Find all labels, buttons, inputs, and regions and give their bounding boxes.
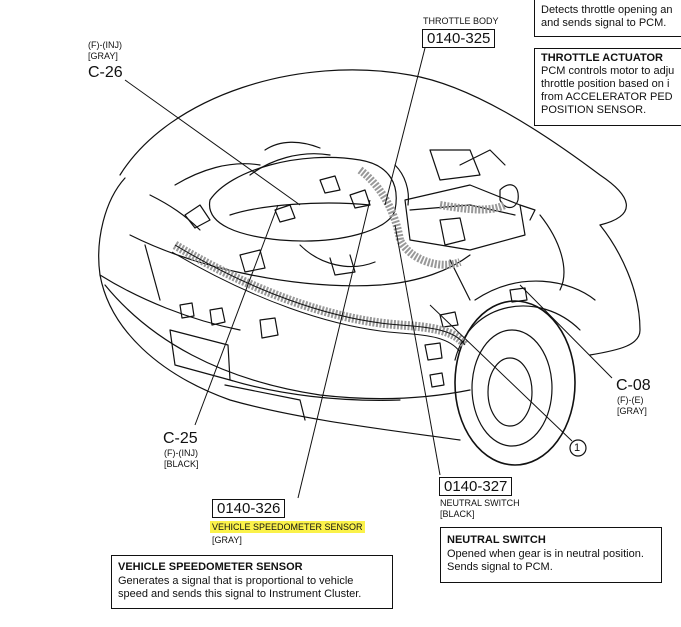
c26-color: [GRAY] [88,51,118,61]
throttle-body-name: THROTTLE BODY [423,16,499,26]
vehicle-speedometer-line1: Generates a signal that is proportional … [118,575,354,587]
leader-neutral [394,224,441,476]
throttle-actuator-line1: PCM controls motor to adju [541,65,675,77]
neutral-code: 0140-327 [439,477,513,496]
leader-c26 [124,79,301,206]
vehicle-speedometer-title: VEHICLE SPEEDOMETER SENSOR [118,561,303,573]
top-partial-box: Detects throttle opening an and sends si… [534,0,681,37]
car-body-outline [98,177,461,441]
c08-color: [GRAY] [617,406,647,416]
vss-color: [GRAY] [212,535,242,545]
top-partial-line2: and sends signal to PCM. [541,17,667,29]
c25-id: C-25 [163,430,198,447]
vss-name-highlighted: VEHICLE SPEEDOMETER SENSOR [210,521,365,533]
vehicle-speedometer-line2: speed and sends this signal to Instrumen… [118,588,362,600]
leader-throttle-body [384,47,426,206]
c25-type: (F)-(INJ) [164,448,198,458]
throttle-actuator-line2: throttle position based on i [541,78,670,90]
neutral-switch-title: NEUTRAL SWITCH [447,534,546,546]
c26-id: C-26 [88,64,123,81]
throttle-actuator-line3: from ACCELERATOR PED [541,91,673,103]
leader-c25 [194,204,279,426]
c08-id: C-08 [616,377,651,394]
front-bumper [104,284,471,400]
neutral-switch-box: NEUTRAL SWITCH Opened when gear is in ne… [440,527,662,583]
neutral-name: NEUTRAL SWITCH [440,498,520,508]
throttle-body-code: 0140-325 [422,29,496,48]
vss-code: 0140-326 [212,499,286,518]
top-partial-line1: Detects throttle opening an [541,4,673,16]
throttle-actuator-title: THROTTLE ACTUATOR [541,52,664,64]
wiring-harness-upper [357,166,462,269]
neutral-switch-line2: Sends signal to PCM. [447,561,553,573]
callout-marker-number: 1 [574,442,581,454]
leader-vss [297,199,371,499]
neutral-color: [BLACK] [440,509,475,519]
front-wheel [454,300,576,466]
throttle-actuator-box: THROTTLE ACTUATOR PCM controls motor to … [534,48,681,126]
callout-marker-circle [569,439,587,457]
throttle-actuator-line4: POSITION SENSOR. [541,104,647,116]
c25-color: [BLACK] [164,459,199,469]
hood-outline [119,69,627,226]
c26-type: (F)-(INJ) [88,40,122,50]
leader-marker-1 [429,304,573,442]
vehicle-speedometer-box: VEHICLE SPEEDOMETER SENSOR Generates a s… [111,555,393,609]
neutral-switch-line1: Opened when gear is in neutral position. [447,548,644,560]
leader-c08 [519,284,613,379]
c08-type: (F)-(E) [617,395,644,405]
